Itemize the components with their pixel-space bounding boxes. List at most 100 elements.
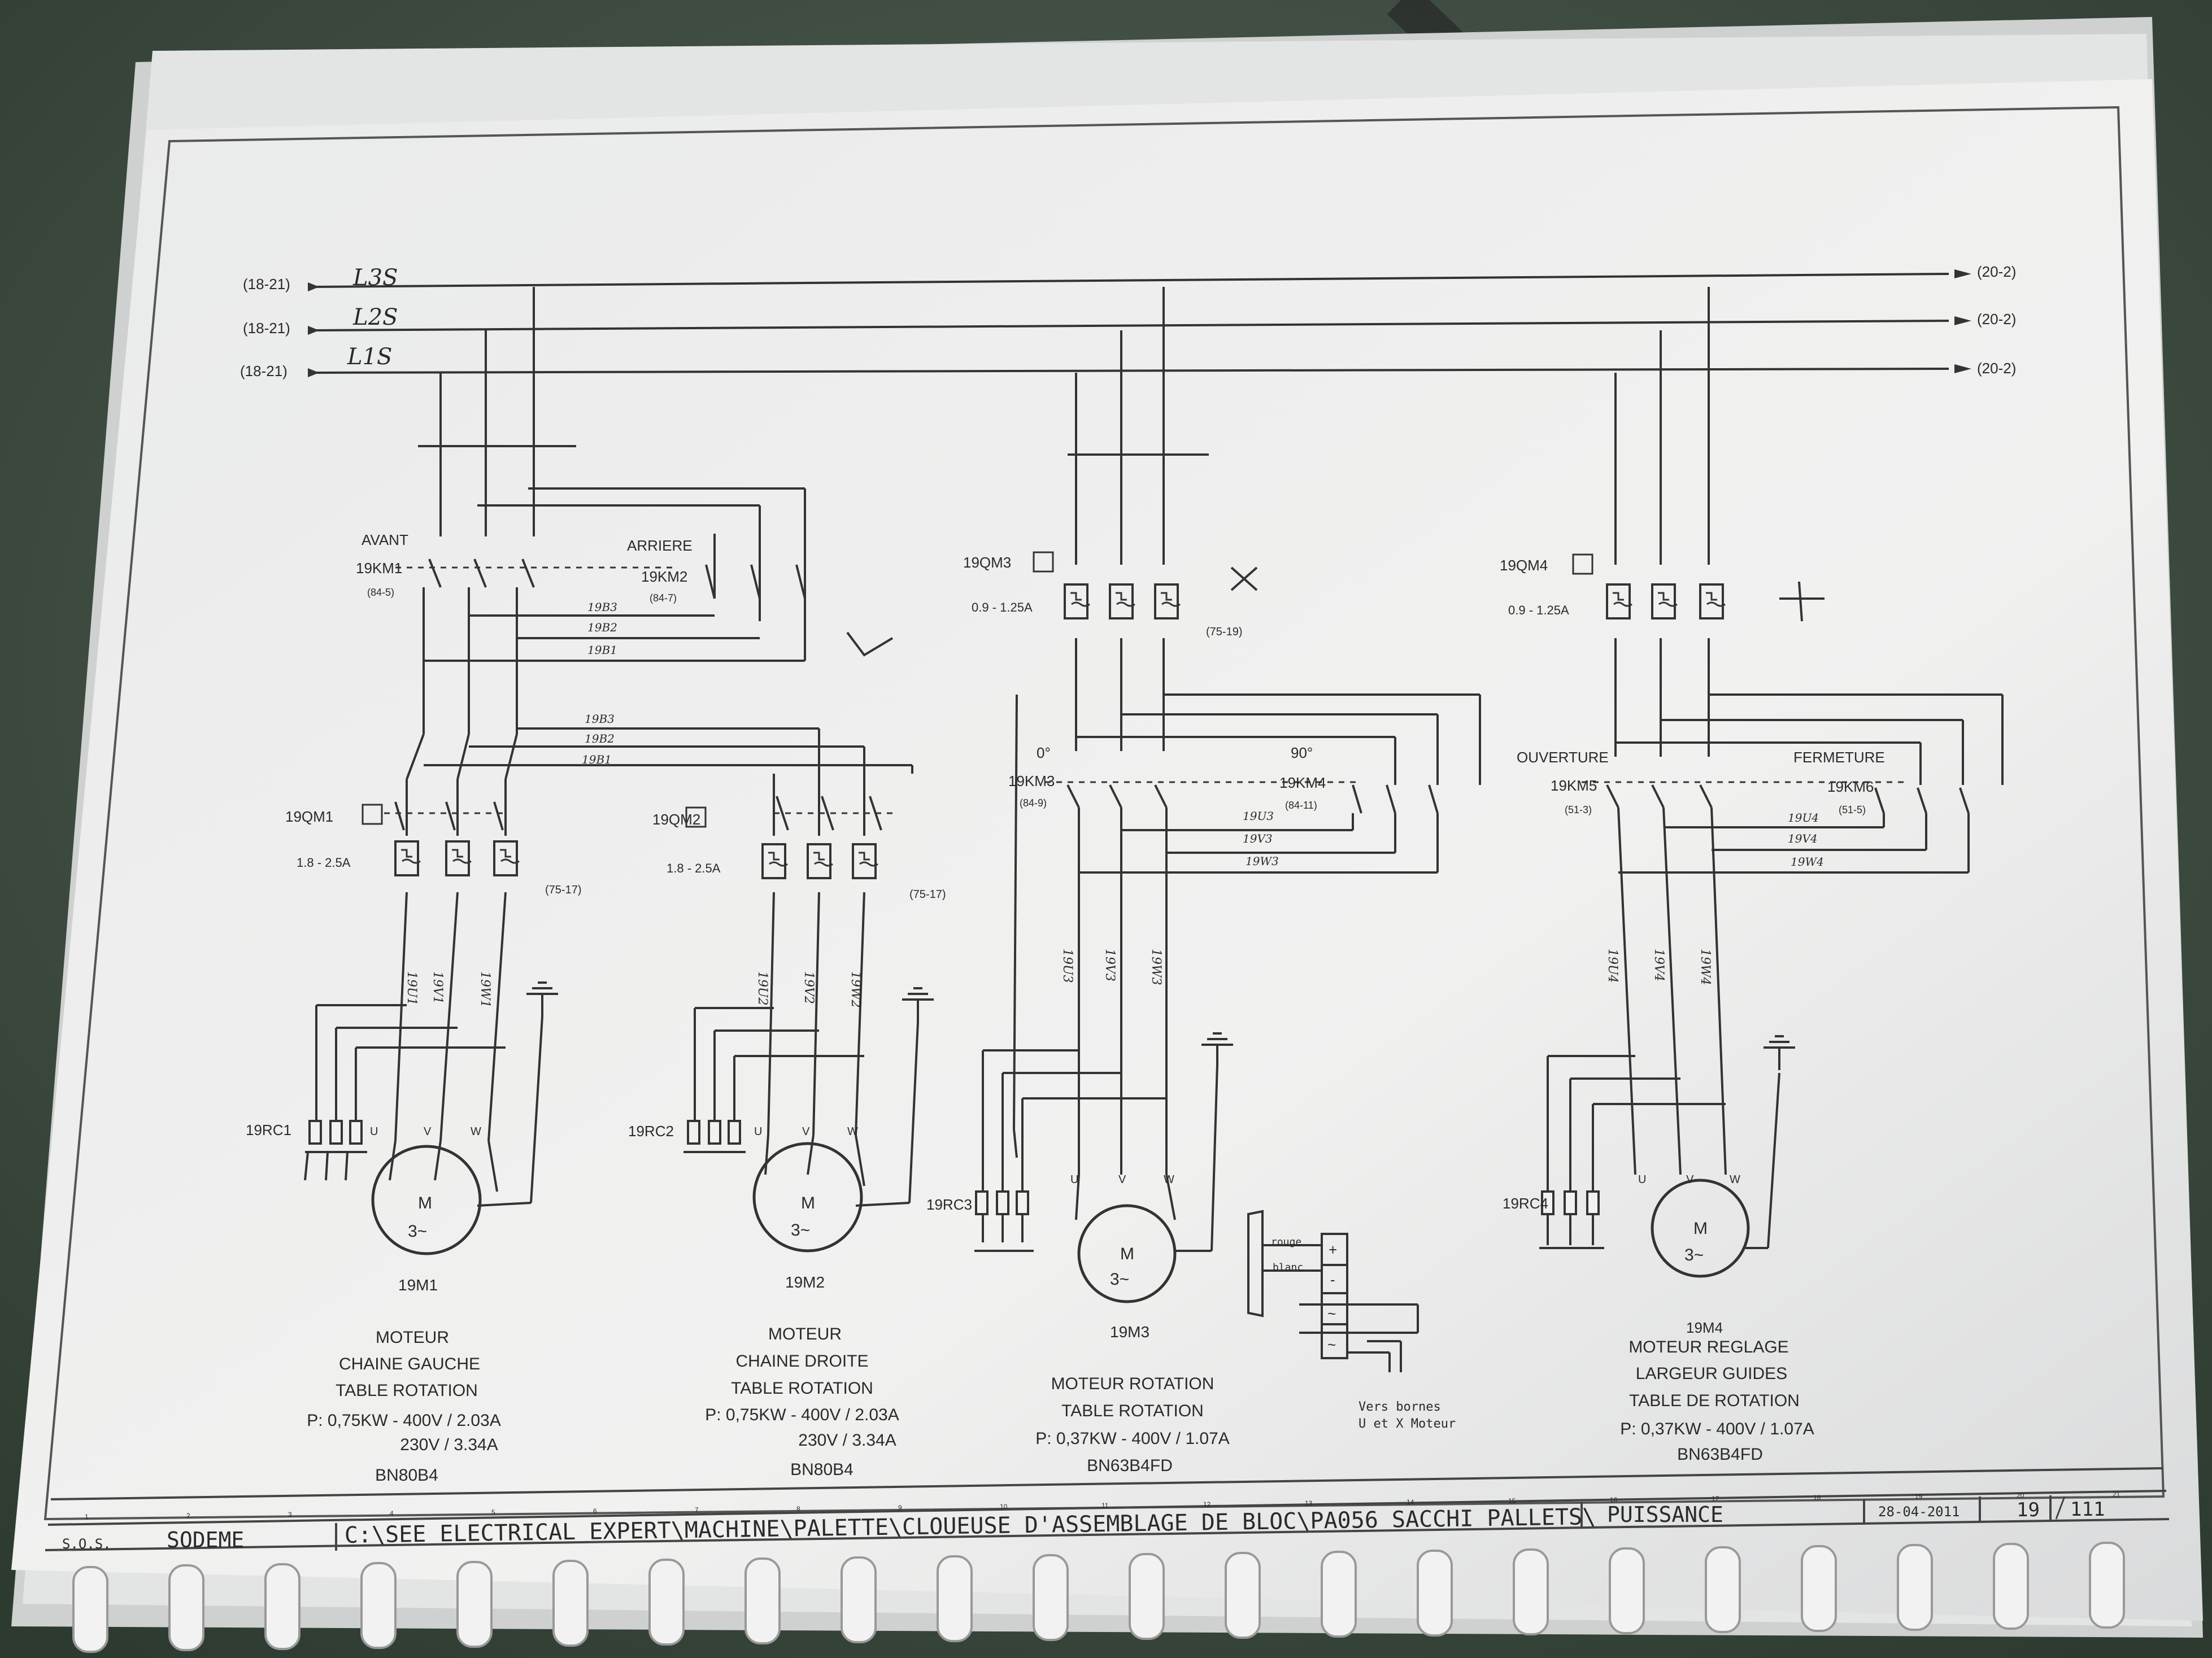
circuit-m3	[974, 287, 1481, 1252]
m2-wire-b3: 19B3	[585, 712, 615, 726]
m3-term-w: W	[1164, 1173, 1174, 1186]
page-number: 19	[2017, 1499, 2040, 1521]
m4-motor-phase: 3~	[1684, 1246, 1704, 1264]
m3-desc-2: TABLE ROTATION	[1061, 1402, 1204, 1420]
drawing-date: 28-04-2011	[1878, 1504, 1960, 1520]
m4-desc-2: LARGEUR GUIDES	[1636, 1364, 1787, 1383]
km6-label: FERMETURE	[1793, 749, 1885, 766]
col-21: 21	[2113, 1490, 2120, 1498]
m3-wire-1: 19U3	[1243, 809, 1274, 823]
m1-term-v: V	[424, 1125, 432, 1138]
rc3-tag: 19RC3	[926, 1196, 972, 1213]
m2-desc-6: BN80B4	[790, 1460, 854, 1479]
col-4: 4	[390, 1509, 394, 1517]
m4-term-w: W	[1730, 1173, 1740, 1186]
supply-bus	[313, 273, 1949, 374]
m3-cable-u: 19U3	[1060, 949, 1074, 983]
m2-motor-letter: M	[801, 1194, 815, 1212]
qm1-reset-icon	[362, 804, 383, 825]
feed-ref-out-l3: (20-2)	[1977, 263, 2016, 280]
km5-label: OUVERTURE	[1517, 749, 1609, 766]
brake-sym-minus: -	[1330, 1271, 1335, 1288]
phase-label-l2: L2S	[352, 304, 398, 330]
m2-desc-2: CHAINE DROITE	[735, 1352, 868, 1371]
m1-term-u: U	[370, 1125, 378, 1138]
km5-tag: 19KM5	[1551, 777, 1597, 794]
handwritten-check	[846, 631, 894, 657]
m4-term-u: U	[1638, 1173, 1646, 1186]
qm2-range: 1.8 - 2.5A	[667, 861, 721, 875]
paper-sheet	[11, 79, 2203, 1621]
col-18: 18	[1813, 1494, 1821, 1502]
brake-note-2: U et X Moteur	[1358, 1417, 1456, 1431]
m1-term-w: W	[471, 1125, 481, 1138]
m4-wire-3: 19W4	[1791, 855, 1824, 869]
qm1-ref: (75-17)	[545, 884, 581, 896]
m4-desc-4: P: 0,37KW - 400V / 1.07A	[1620, 1420, 1814, 1438]
m1-motor-letter: M	[418, 1194, 432, 1212]
m2-cable-u: 19U2	[755, 971, 769, 1006]
m3-term-u: U	[1070, 1173, 1078, 1186]
col-1: 1	[85, 1513, 89, 1521]
col-8: 8	[796, 1505, 800, 1513]
m4-cable-v: 19V4	[1652, 949, 1666, 981]
m1-desc-6: BN80B4	[375, 1466, 438, 1485]
km3-label: 0°	[1037, 744, 1051, 761]
m3-motor-letter: M	[1120, 1245, 1134, 1263]
col-15: 15	[1508, 1497, 1516, 1505]
col-11: 11	[1101, 1502, 1109, 1509]
brake-label-red: rouge	[1271, 1236, 1301, 1248]
qm3-ref: (75-19)	[1206, 626, 1242, 638]
m1-desc-5: 230V / 3.34A	[400, 1436, 498, 1454]
m1-desc-4: P: 0,75KW - 400V / 2.03A	[307, 1411, 501, 1430]
m2-term-v: V	[802, 1125, 810, 1138]
km2-tag: 19KM2	[641, 568, 687, 585]
qm3-tag: 19QM3	[963, 554, 1011, 571]
feed-ref-l3: (18-21)	[243, 276, 290, 293]
m1-cable-v: 19V1	[430, 971, 445, 1004]
m3-wire-2: 19V3	[1243, 832, 1273, 845]
m2-cable-v: 19V2	[802, 971, 816, 1004]
km1-label: AVANT	[362, 531, 408, 548]
m4-motor-letter: M	[1693, 1219, 1708, 1238]
m3-term-v: V	[1118, 1173, 1126, 1186]
circuit-m4	[1539, 287, 2004, 1249]
m3-cable-v: 19V3	[1103, 949, 1117, 981]
m2-cable-w: 19W2	[848, 971, 863, 1008]
m2-wire-b1: 19B1	[582, 753, 612, 766]
feed-ref-out-l2: (20-2)	[1977, 311, 2016, 328]
km4-tag: 19KM4	[1279, 774, 1326, 791]
circuit-m1-m2	[304, 287, 919, 1207]
m4-cable-w: 19W4	[1698, 949, 1712, 985]
m4-wire-1: 19U4	[1788, 811, 1819, 824]
brake-sym-ac2: ~	[1327, 1336, 1336, 1353]
m2-motor-tag: 19M2	[785, 1273, 825, 1291]
m2-desc-3: TABLE ROTATION	[731, 1379, 873, 1398]
km3-ref: (84-9)	[1020, 797, 1047, 809]
km5-ref: (51-3)	[1565, 804, 1592, 815]
spiral-binding	[72, 1542, 2125, 1653]
col-19: 19	[1915, 1493, 1923, 1500]
qm4-tag: 19QM4	[1500, 557, 1548, 574]
rc2-tag: 19RC2	[628, 1123, 674, 1140]
m3-motor-tag: 19M3	[1110, 1323, 1149, 1341]
m1-wire-b1: 19B1	[587, 643, 617, 657]
qm2-ref: (75-17)	[909, 888, 946, 901]
m2-motor-phase: 3~	[791, 1221, 810, 1240]
m4-term-v: V	[1686, 1173, 1694, 1186]
m2-wire-b2: 19B2	[585, 732, 615, 745]
motor-symbol-m1	[371, 1145, 482, 1255]
m3-desc-1: MOTEUR ROTATION	[1051, 1375, 1214, 1393]
motor-symbol-m4	[1651, 1179, 1750, 1278]
qm3-range: 0.9 - 1.25A	[972, 600, 1033, 614]
m4-motor-tag: 19M4	[1686, 1319, 1723, 1336]
m2-desc-1: MOTEUR	[768, 1325, 842, 1343]
motor-symbol-m3	[1077, 1204, 1177, 1303]
m2-desc-4: P: 0,75KW - 400V / 2.03A	[705, 1406, 899, 1424]
m4-wire-2: 19V4	[1788, 832, 1818, 845]
m1-motor-tag: 19M1	[398, 1276, 438, 1294]
km3-tag: 19KM3	[1008, 773, 1055, 789]
km2-label: ARRIERE	[627, 537, 693, 554]
km2-ref: (84-7)	[650, 592, 677, 604]
m1-desc-1: MOTEUR	[376, 1328, 449, 1347]
